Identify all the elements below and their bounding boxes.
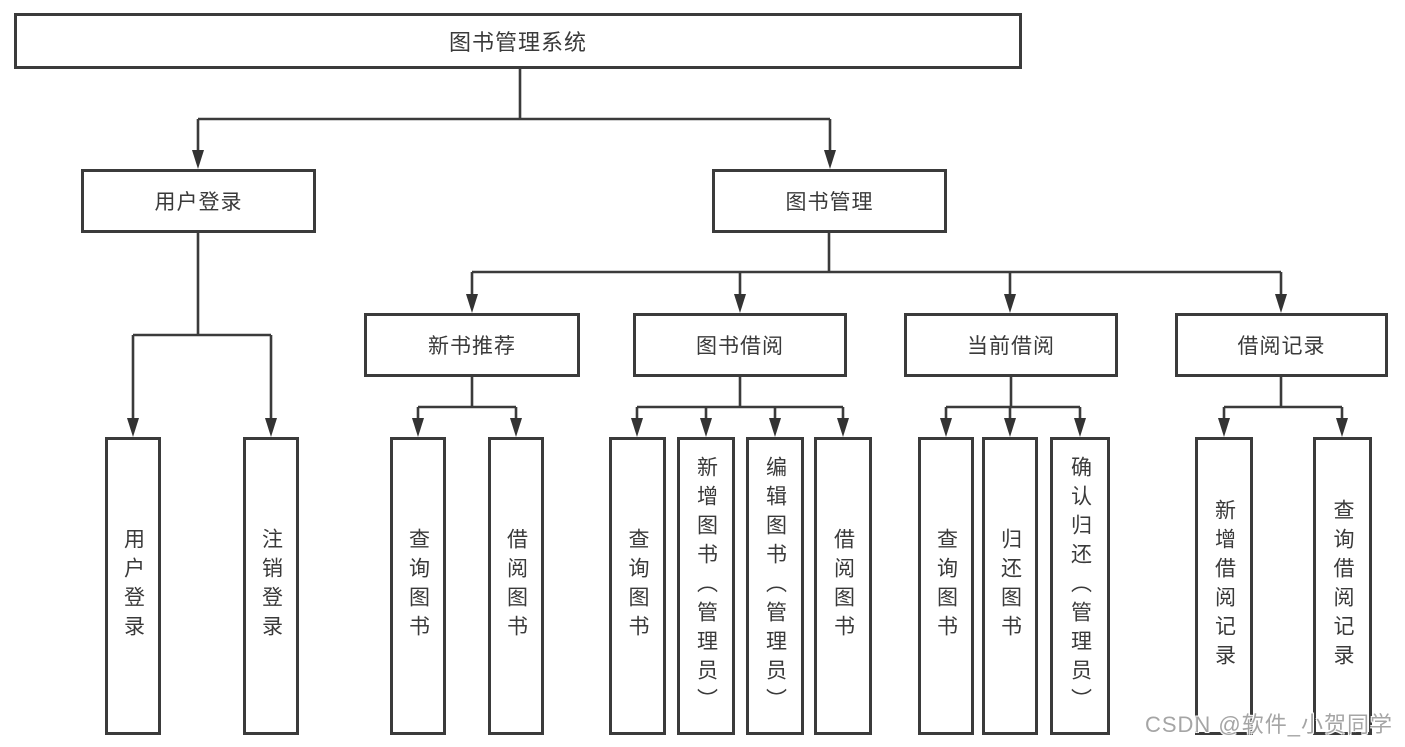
node-book-borrow: 图书借阅 bbox=[633, 313, 847, 377]
node-library-system: 图书管理系统 bbox=[14, 13, 1022, 69]
node-current-borrow: 当前借阅 bbox=[904, 313, 1118, 377]
leaf-user-login: 用户登录 bbox=[105, 437, 161, 735]
node-user-login: 用户登录 bbox=[81, 169, 316, 233]
leaf-current-confirm-return-admin: 确认归还（管理员） bbox=[1050, 437, 1110, 735]
node-new-book-recommend: 新书推荐 bbox=[364, 313, 580, 377]
leaf-current-return-books: 归还图书 bbox=[982, 437, 1038, 735]
leaf-record-add-borrow-record: 新增借阅记录 bbox=[1195, 437, 1253, 735]
leaf-borrow-query-books: 查询图书 bbox=[609, 437, 666, 735]
leaf-current-query-books: 查询图书 bbox=[918, 437, 974, 735]
csdn-watermark: CSDN @软件_小贺同学 bbox=[1144, 712, 1393, 737]
leaf-recommend-borrow-books: 借阅图书 bbox=[488, 437, 544, 735]
arrowheads bbox=[127, 150, 1348, 437]
leaf-record-query-borrow-record: 查询借阅记录 bbox=[1313, 437, 1372, 735]
node-borrow-records: 借阅记录 bbox=[1175, 313, 1388, 377]
leaf-recommend-query-books: 查询图书 bbox=[390, 437, 446, 735]
leaf-borrow-borrow-books: 借阅图书 bbox=[814, 437, 872, 735]
leaf-logout: 注销登录 bbox=[243, 437, 299, 735]
leaf-borrow-edit-books-admin: 编辑图书（管理员） bbox=[746, 437, 804, 735]
leaf-borrow-add-books-admin: 新增图书（管理员） bbox=[677, 437, 735, 735]
node-book-management: 图书管理 bbox=[712, 169, 947, 233]
